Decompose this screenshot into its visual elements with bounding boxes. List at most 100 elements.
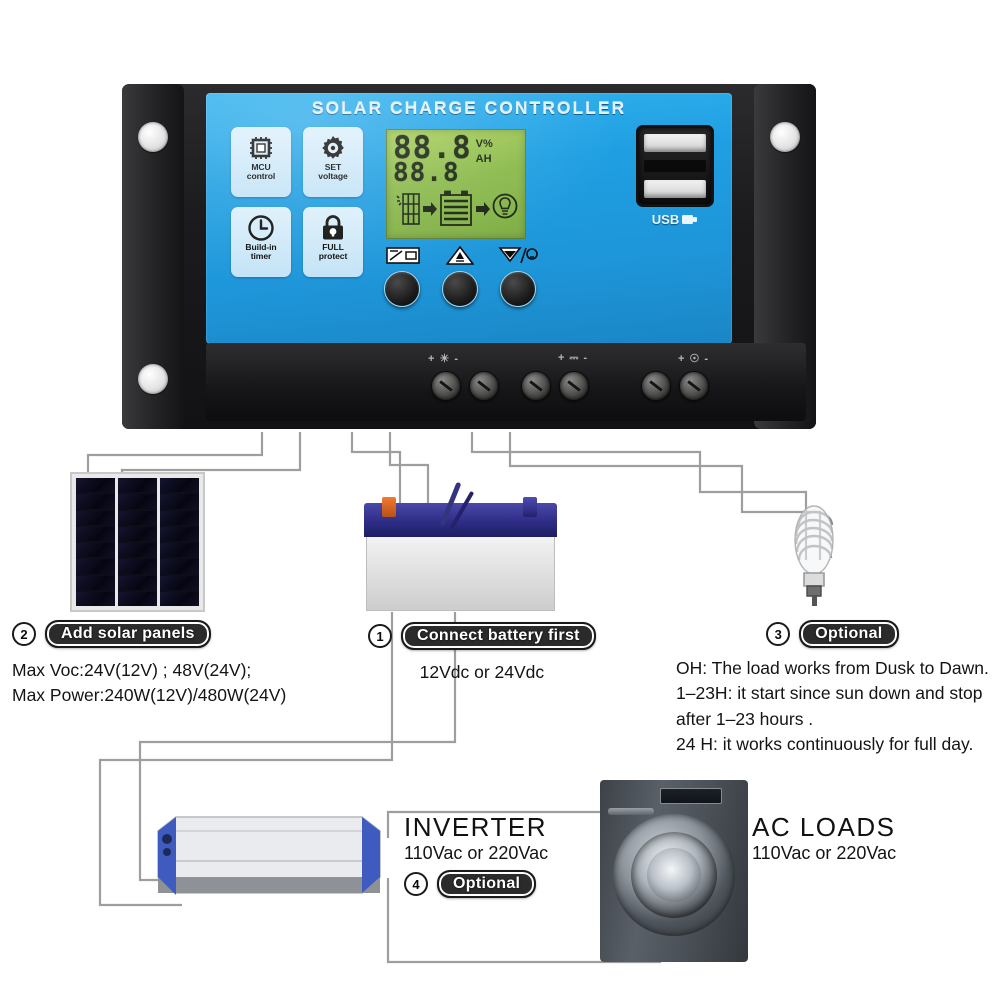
lcd-unit-bottom: AH [475,152,492,165]
terminal-mark-battery: + ⎓ - [558,352,588,364]
caption-header: 4 Optional [404,870,548,898]
badge-label-line1: MCU [251,162,271,172]
badge-label-line2: timer [250,250,272,261]
caption-line: OH: The load works from Dusk to Dawn. [676,658,989,678]
usb-shell [636,125,714,207]
mounting-hole [138,364,168,394]
mounting-hole [770,122,800,152]
caption-pill: Optional [437,870,537,898]
lcd-flow-indicator [395,186,519,232]
terminal-strip: + ☀ - + ⎓ - + ☉ - [206,343,806,421]
terminal-screw[interactable] [679,371,709,401]
battery-lid [364,481,557,537]
step-number-badge: 4 [404,872,428,896]
controller-title: SOLAR CHARGE CONTROLLER [311,98,627,118]
washer-door-glass [631,832,717,918]
lcd-digit-column: 88.8 88.8 [393,132,472,189]
padlock-icon [320,212,346,243]
terminal-screw[interactable] [431,371,461,401]
solar-panel-icon [396,193,420,225]
lcd-display: 88.8 88.8 V% AH [386,129,526,239]
cfl-bulb-image [780,478,854,608]
usb-label-group: USB [636,212,714,227]
ac-loads-subtitle: 110Vac or 220Vac [752,843,897,863]
down-button[interactable] [500,271,536,307]
washer-drawer-handle [608,808,654,815]
usb-divider [644,160,706,172]
battery-negative-terminal [523,497,537,517]
caption-line: 24 H: it works continuously for full day… [676,734,974,755]
caption-optional-load: 3 Optional OH: The load works from Dusk … [676,620,989,758]
badge-label-line1: SET [324,162,342,172]
lcd-readout: 88.8 88.8 V% AH [393,132,521,189]
terminal-screw[interactable] [469,371,499,401]
caption-pill: Connect battery first [401,622,596,650]
solar-charge-controller: SOLAR CHARGE CONTROLLER [122,84,816,429]
washing-machine-image [600,780,748,962]
lcd-units: V% AH [476,134,493,167]
solar-panel-frame [70,472,205,612]
arrow-right-icon [475,202,490,216]
down-triangle-load-icon [496,245,540,265]
caption-pill: Add solar panels [45,620,211,648]
inverter-title: INVERTER [404,812,547,842]
caption-add-solar-panels: 2 Add solar panels Max Voc:24V(12V) ; 48… [12,620,286,709]
lcd-secondary-value: 88.8 [393,158,460,189]
washer-drum [647,848,701,902]
caption-line: 1–23H: it start since sun down and stop [676,683,983,704]
battery-icon [440,190,472,226]
lcd-unit-top: V% [475,138,493,150]
step-number-badge: 2 [12,622,36,646]
caption-header: 3 Optional [676,620,989,648]
controller-faceplate: SOLAR CHARGE CONTROLLER [206,93,732,344]
up-button[interactable] [442,271,478,307]
menu-button[interactable] [384,271,420,307]
solar-cell-column [118,478,157,606]
ac-loads-title: AC LOADS [752,812,896,842]
chip-icon [248,132,274,163]
badge-label-line1: Build-in [245,242,277,252]
light-bulb-icon [492,193,518,219]
terminal-mark-load: + ☉ - [678,353,710,365]
lead-acid-battery-image [358,481,563,612]
clock-icon [247,212,275,243]
battery-case [366,535,555,611]
caption-pill: Optional [799,620,899,648]
battery-positive-terminal [382,497,396,517]
mounting-hole [138,122,168,152]
inverter-subtitle: 110Vac or 220Vac [404,843,549,863]
terminal-screw[interactable] [641,371,671,401]
battery-select-icon [382,245,424,265]
terminal-mark-solar: + ☀ - [428,353,460,365]
caption-line: 12Vdc or 24Vdc [419,662,545,682]
gear-icon [320,132,346,163]
usb-port-b[interactable] [644,180,706,198]
usb-port-a[interactable] [644,134,706,152]
caption-header: 1 Connect battery first [368,622,596,650]
caption-inverter: INVERTER 110Vac or 220Vac 4 Optional [404,812,548,898]
caption-ac-loads: AC LOADS 110Vac or 220Vac [752,812,896,864]
step-number-badge: 3 [766,622,791,646]
badge-label-line2: control [246,170,276,181]
solar-cell-column [160,478,199,606]
mounting-flange-left [122,84,184,429]
caption-line: after 1–23 hours . [676,708,814,729]
caption-line: Max Power:240W(12V)/480W(24V) [12,685,287,706]
badge-label-line1: FULL [322,242,344,252]
usb-port-block: USB [636,125,714,227]
terminal-screw[interactable] [559,371,589,401]
washer-control-panel [660,788,722,804]
usb-icon [682,215,698,224]
badge-label-line2: voltage [318,170,348,181]
up-triangle-icon [440,245,480,265]
solar-panel-image [70,472,205,612]
terminal-screw[interactable] [521,371,551,401]
power-inverter-image [150,795,385,913]
button-row [382,245,538,335]
caption-connect-battery-first: 1 Connect battery first 12Vdc or 24Vdc [368,622,596,685]
